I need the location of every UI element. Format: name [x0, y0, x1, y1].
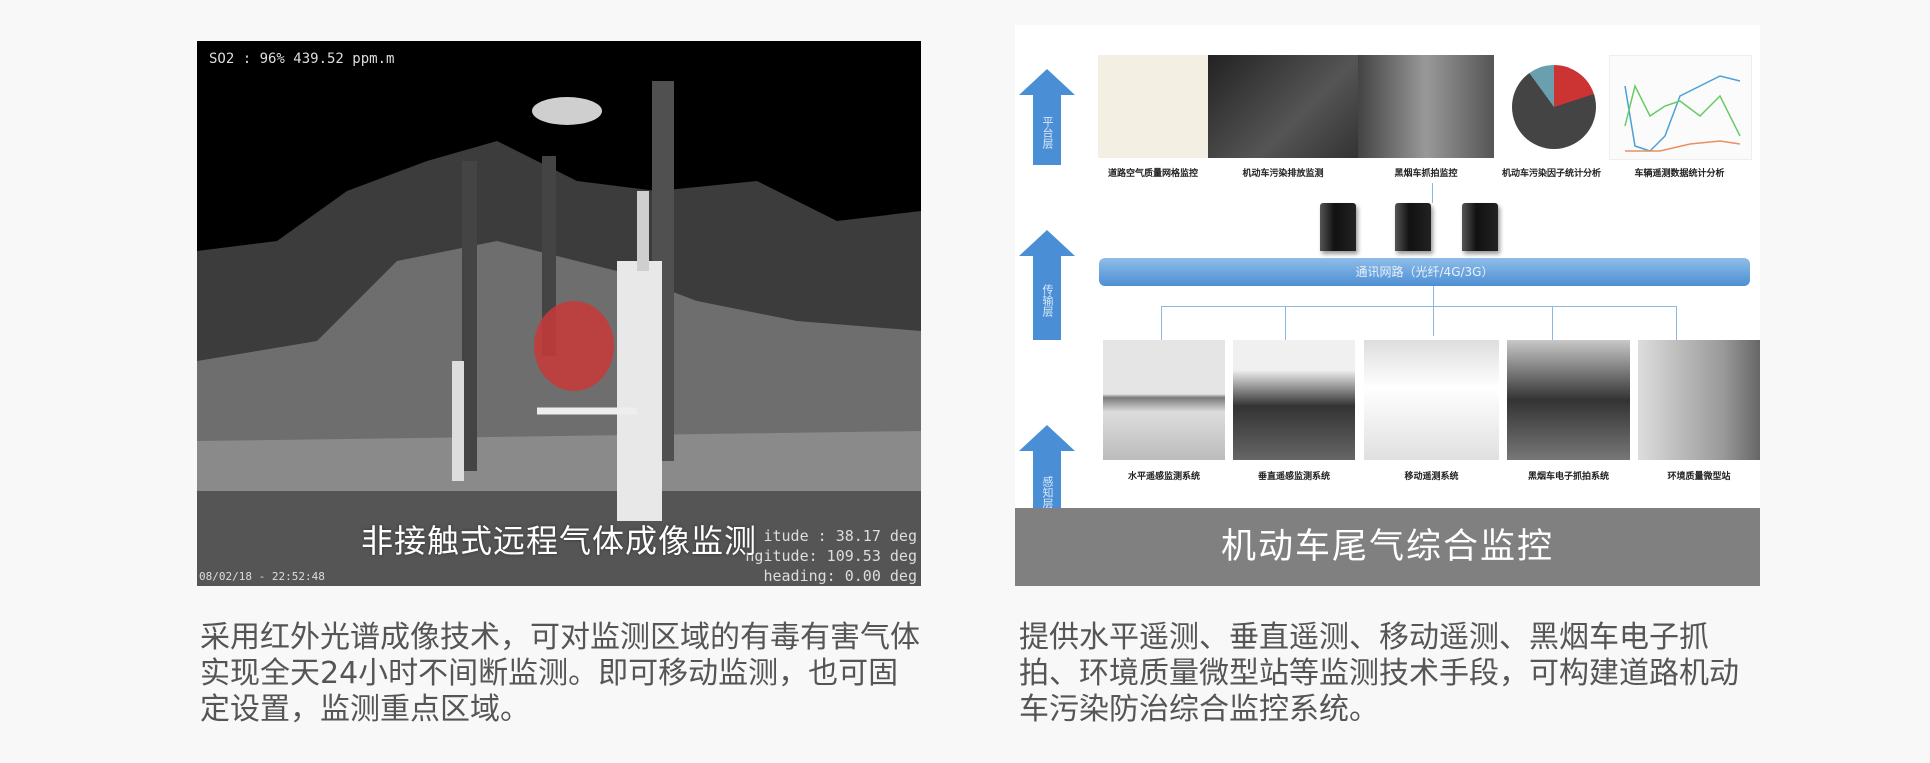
gas-concentration-readout: SO2 : 96% 439.52 ppm.m [209, 51, 395, 67]
horizontal-remote-sensing-thumbnail [1103, 340, 1225, 460]
refinery-thermal-image [197, 81, 921, 586]
right-card-description: 提供水平遥测、垂直遥测、移动遥测、黑烟车电子抓拍、环境质量微型站等监测技术手段，… [1019, 620, 1739, 727]
platform-item-label: 机动车污染因子统计分析 [1501, 169, 1601, 179]
server-icon [1462, 203, 1498, 251]
timestamp-readout: 08/02/18 - 22:52:48 [199, 570, 325, 583]
transport-layer-label: 传输层 [1033, 256, 1061, 340]
micro-station-thumbnail [1638, 340, 1760, 460]
server-icon [1395, 203, 1431, 251]
sensing-item-label: 水平遥感监测系统 [1127, 472, 1200, 482]
server-icon [1320, 203, 1356, 251]
line-chart-thumbnail [1609, 55, 1752, 160]
heading-readout: heading: 0.00 deg [763, 567, 917, 585]
left-card-description: 采用红外光谱成像技术，可对监测区域的有毒有害气体实现全天24小时不间断监测。即可… [200, 620, 920, 727]
platform-item-label: 黑烟车抓拍监控 [1394, 169, 1458, 179]
smoke-vehicle-thumbnail [1358, 55, 1494, 158]
gas-plume-highlight [534, 301, 614, 391]
road-camera-thumbnail [1208, 55, 1358, 158]
sensing-item-label: 垂直遥感监测系统 [1257, 472, 1330, 482]
mobile-monitoring-van-thumbnail [1364, 340, 1499, 460]
latitude-readout: itude : 38.17 deg [763, 527, 917, 545]
grid-map-thumbnail [1098, 55, 1208, 158]
platform-layer-label: 平台层 [1033, 95, 1061, 165]
left-card-caption: 非接触式远程气体成像监测 [360, 522, 757, 560]
black-smoke-capture-thumbnail [1507, 340, 1630, 460]
platform-item-label: 车辆遥测数据统计分析 [1634, 169, 1725, 179]
vertical-remote-sensing-thumbnail [1233, 340, 1355, 460]
platform-item-label: 机动车污染排放监测 [1242, 169, 1324, 179]
pie-chart-thumbnail [1494, 55, 1609, 158]
network-bar: 通讯网路（光纤/4G/3G） [1099, 258, 1750, 286]
transport-layer-arrow-icon: 传输层 [1019, 230, 1075, 340]
platform-layer-arrow-icon: 平台层 [1019, 69, 1075, 165]
sensing-item-label: 黑烟车电子抓拍系统 [1527, 472, 1609, 482]
sensing-item-label: 移动遥测系统 [1404, 472, 1459, 482]
sensing-item-label: 环境质量微型站 [1667, 472, 1731, 482]
infrared-gas-imaging-photo: SO2 : 96% 439.52 ppm.m itude : 38.17 deg… [197, 41, 921, 586]
longitude-readout: ngitude: 109.53 deg [745, 547, 917, 565]
platform-item-label: 道路空气质量网格监控 [1107, 169, 1198, 179]
right-card-caption: 机动车尾气综合监控 [1015, 508, 1760, 586]
vehicle-exhaust-diagram: 平台层 传输层 感知层 道路空气质量网格监控 机动车污染排放监测 黑烟车抓拍监控… [1015, 25, 1760, 586]
